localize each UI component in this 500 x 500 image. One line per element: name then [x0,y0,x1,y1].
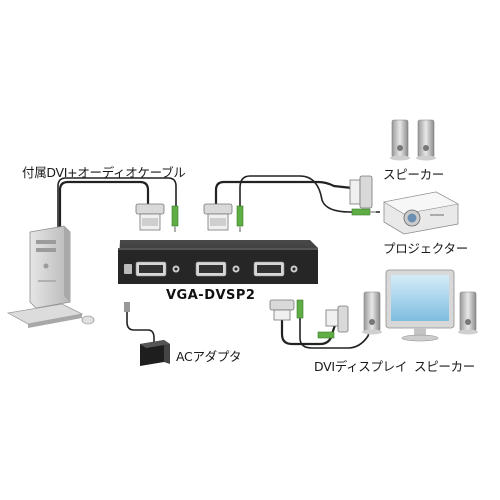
projector-icon [383,191,459,235]
pc-dvi-cable [58,180,150,232]
audio-plug-left [171,205,179,232]
speaker-icon [390,119,436,161]
dvi-plug-left [135,203,165,231]
desktop-pc-icon [29,225,71,309]
projector-label: プロジェクター [383,241,468,256]
dvi-plug-middle [203,203,233,231]
ac-adapter-icon [124,302,170,366]
dvi-splitter-icon [118,240,318,284]
projector-dvi-cable [214,180,353,205]
dvi-plug-monitor-in [269,299,295,321]
dvi-plug-projector [349,175,373,209]
audio-plug-monitor-out [317,331,335,339]
speaker-top-label: スピーカー [383,167,445,182]
speaker-bottom-label: スピーカー [414,359,476,374]
mouse-icon [81,315,95,325]
ac-adapter-label: ACアダプタ [176,349,242,364]
audio-plug-middle [236,205,244,232]
audio-plug-projector [351,208,376,216]
keyboard-icon [6,303,84,328]
dvi-plug-monitor-out [325,305,349,333]
cable-label: 付属DVI+オーディオケーブル [22,165,186,180]
dvi-display-label: DVIディスプレイ [314,359,408,374]
cables [57,175,380,349]
monitor-icon [385,269,455,342]
ac-cable [126,312,155,342]
monitor-audio-cable [299,318,373,349]
audio-plug-monitor-in [296,299,304,319]
pc-audio-cable [57,177,177,232]
projector-audio-cable [239,175,380,213]
speaker-icon [362,291,478,335]
model-label: VGA-DVSP2 [166,288,256,303]
